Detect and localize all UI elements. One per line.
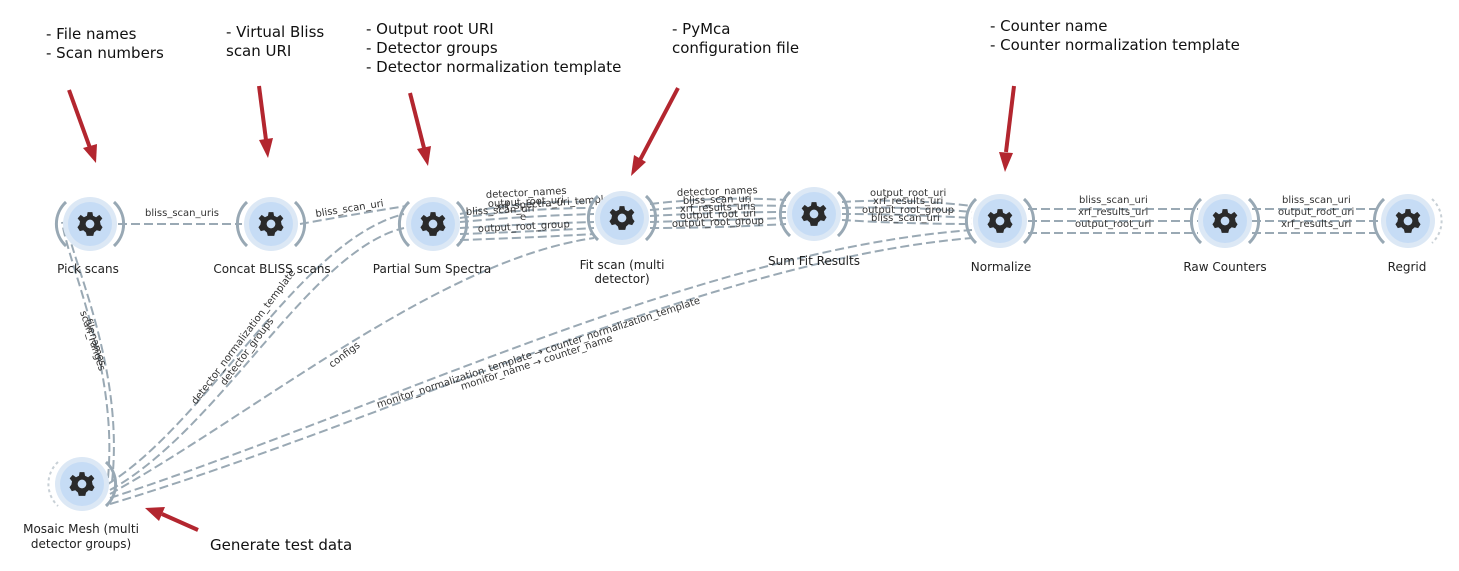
node-concat-bliss-scans[interactable]: Concat BLISS scans (213, 197, 331, 276)
edge-label: bliss_scan_uri (871, 213, 940, 224)
annotation-text: - Counter name (990, 17, 1107, 35)
edge-label: filenames (82, 318, 108, 368)
edge-label: bliss_scan_uri (683, 194, 752, 207)
edge-label: output_root_uri (1075, 219, 1151, 230)
edge-label: detector_names (677, 185, 758, 199)
annotation-text: - File names (46, 25, 137, 43)
edge-bundle-sum-to-normalize[interactable] (841, 199, 973, 225)
node-label: Raw Counters (1183, 260, 1266, 274)
node-label: Partial Sum Spectra (373, 262, 491, 276)
node-label: detector) (594, 272, 649, 286)
edge-label: xrf_results_uri (1281, 219, 1351, 230)
edge-label: output_root_uri (488, 195, 565, 210)
edge-label: bliss_scan_uri (466, 203, 535, 218)
annotation-text: scan URI (226, 42, 291, 60)
edge-label: e (520, 212, 526, 223)
edge-bundle-normalize-to-raw[interactable] (1028, 208, 1198, 234)
node-fit-scan[interactable]: Fit scan (multi detector) (580, 191, 665, 286)
annotation-arrows (67, 85, 1016, 532)
annotation-text: - Counter normalization template (990, 36, 1240, 54)
arrow-icon (408, 92, 431, 166)
annotation-text: - PyMca (672, 20, 730, 38)
edge-bundle-mosaic-to-normalize[interactable] (109, 229, 973, 505)
node-normalize[interactable]: Normalize (964, 194, 1036, 274)
node-partial-sum-spectra[interactable]: Partial Sum Spectra (373, 197, 491, 276)
edge-mosaic-to-fit[interactable] (109, 237, 595, 495)
edge-label: bliss_scan_uris (145, 208, 219, 219)
annotation-text: - Virtual Bliss (226, 23, 324, 41)
edge-label: output_root_group (478, 219, 571, 235)
arrow-icon (67, 89, 97, 163)
node-pick-scans[interactable]: Pick scans (54, 197, 126, 276)
edge-label: output_root_uri (1278, 207, 1354, 218)
node-raw-counters[interactable]: Raw Counters (1183, 194, 1267, 274)
annotation-text: - Detector groups (366, 39, 498, 57)
annotation-text: - Output root URI (366, 20, 494, 38)
node-mosaic-mesh[interactable]: Mosaic Mesh (multi detector groups) (23, 457, 139, 551)
node-label: Concat BLISS scans (213, 262, 330, 276)
annotation-text: - Detector normalization template (366, 58, 621, 76)
edge-label: bliss_scan_uri (1079, 195, 1148, 206)
edge-label: output_root_uri (870, 188, 946, 199)
edge-label: bliss_scan_uri (315, 198, 385, 220)
node-sum-fit-results[interactable]: Sum Fit Results (768, 187, 860, 268)
edge-label: xrf_results_uri (1078, 207, 1148, 218)
edge-label: detector_names (486, 186, 567, 201)
edge-bundle-mosaic-to-pick[interactable] (61, 221, 115, 483)
edge-label: xrf_results_uri (873, 196, 943, 207)
node-label: Fit scan (multi (580, 258, 665, 272)
edge-bundle-raw-to-regrid[interactable] (1252, 208, 1380, 234)
annotations: - File names - Scan numbers - Virtual Bl… (46, 17, 1240, 554)
edge-label: output_root_group (862, 205, 954, 216)
edge-bundle-mosaic-to-partial[interactable] (107, 213, 405, 491)
edge-label: configs (327, 340, 362, 370)
edge-label: output_root_group (672, 216, 764, 230)
annotation-text: Generate test data (210, 536, 352, 554)
edge-label: monitor_name → counter_name (460, 333, 615, 393)
node-regrid[interactable]: Regrid (1372, 194, 1443, 274)
node-label: Mosaic Mesh (multi (23, 522, 139, 536)
edges (61, 197, 1380, 505)
edge-bundle-fit-to-sum[interactable] (649, 197, 787, 229)
arrow-icon (999, 85, 1016, 172)
edge-label: xrf_results_uris (680, 201, 756, 215)
edge-concat-to-partial[interactable] (299, 205, 407, 225)
node-label: Normalize (971, 260, 1031, 274)
node-label: detector groups) (31, 537, 131, 551)
edge-label: monitor_normalization_template → counter… (376, 296, 702, 411)
arrow-icon (631, 87, 680, 176)
arrow-icon (145, 507, 199, 532)
node-label: Pick scans (57, 262, 119, 276)
edge-label: bliss_scan_uri (1282, 195, 1351, 206)
edge-label: output_root_uri (680, 208, 757, 222)
node-label: Sum Fit Results (768, 254, 860, 268)
arrow-icon (257, 85, 273, 158)
annotation-text: - Scan numbers (46, 44, 164, 62)
edge-bundle-partial-to-fit[interactable] (459, 200, 595, 241)
annotation-text: configuration file (672, 39, 799, 57)
node-label: Regrid (1388, 260, 1427, 274)
